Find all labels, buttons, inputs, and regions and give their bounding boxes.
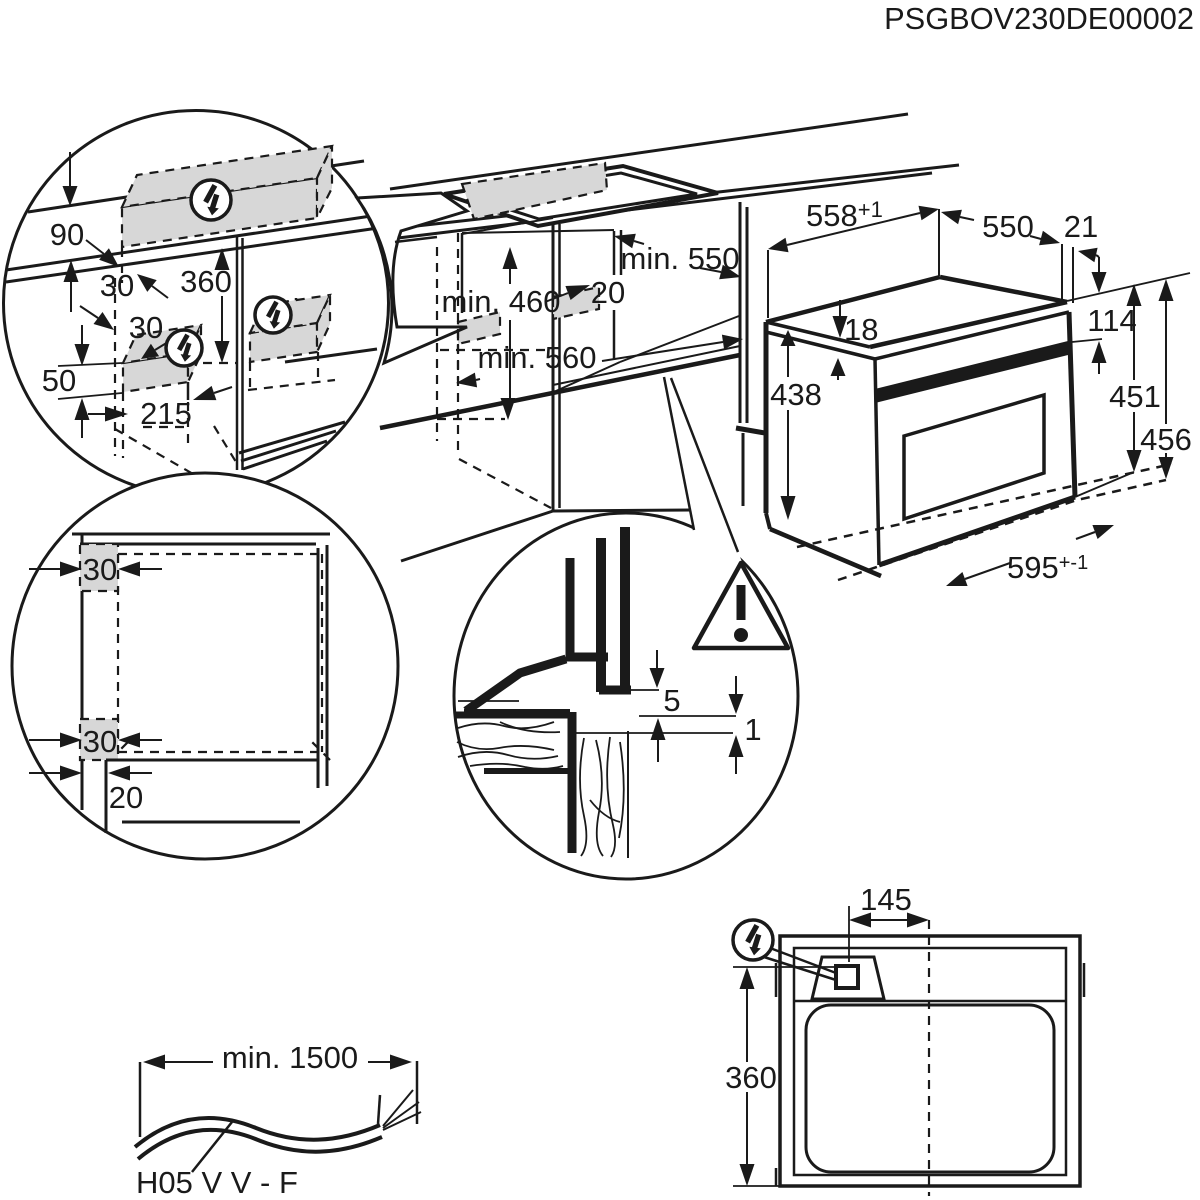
svg-text:451: 451 <box>1109 379 1161 414</box>
svg-text:456: 456 <box>1140 422 1192 457</box>
svg-text:PSGBOV230DE00002: PSGBOV230DE00002 <box>884 1 1194 36</box>
svg-text:30: 30 <box>100 268 134 303</box>
svg-text:215: 215 <box>140 396 192 431</box>
svg-text:min. 460: min. 460 <box>442 284 561 319</box>
svg-text:145: 145 <box>860 882 912 917</box>
svg-text:1: 1 <box>744 712 761 747</box>
svg-text:min. 560: min. 560 <box>478 340 597 375</box>
svg-text:30: 30 <box>83 552 117 587</box>
svg-text:18: 18 <box>844 312 878 347</box>
svg-text:438: 438 <box>770 377 822 412</box>
svg-text:min. 550: min. 550 <box>621 241 740 276</box>
svg-text:20: 20 <box>109 780 143 815</box>
svg-text:5: 5 <box>663 683 680 718</box>
svg-text:50: 50 <box>42 363 76 398</box>
svg-text:30: 30 <box>83 724 117 759</box>
svg-text:360: 360 <box>180 264 232 299</box>
svg-text:21: 21 <box>1064 209 1098 244</box>
svg-text:20: 20 <box>591 275 625 310</box>
svg-text:90: 90 <box>50 217 84 252</box>
svg-text:558+1: 558+1 <box>806 197 883 233</box>
svg-text:550: 550 <box>982 209 1034 244</box>
svg-text:H05 V V - F: H05 V V - F <box>136 1165 298 1200</box>
svg-text:114: 114 <box>1087 303 1136 338</box>
svg-text:30: 30 <box>129 310 163 345</box>
svg-text:595+-1: 595+-1 <box>1007 550 1088 585</box>
svg-text:min. 1500: min. 1500 <box>222 1040 358 1075</box>
svg-text:360: 360 <box>725 1060 777 1095</box>
